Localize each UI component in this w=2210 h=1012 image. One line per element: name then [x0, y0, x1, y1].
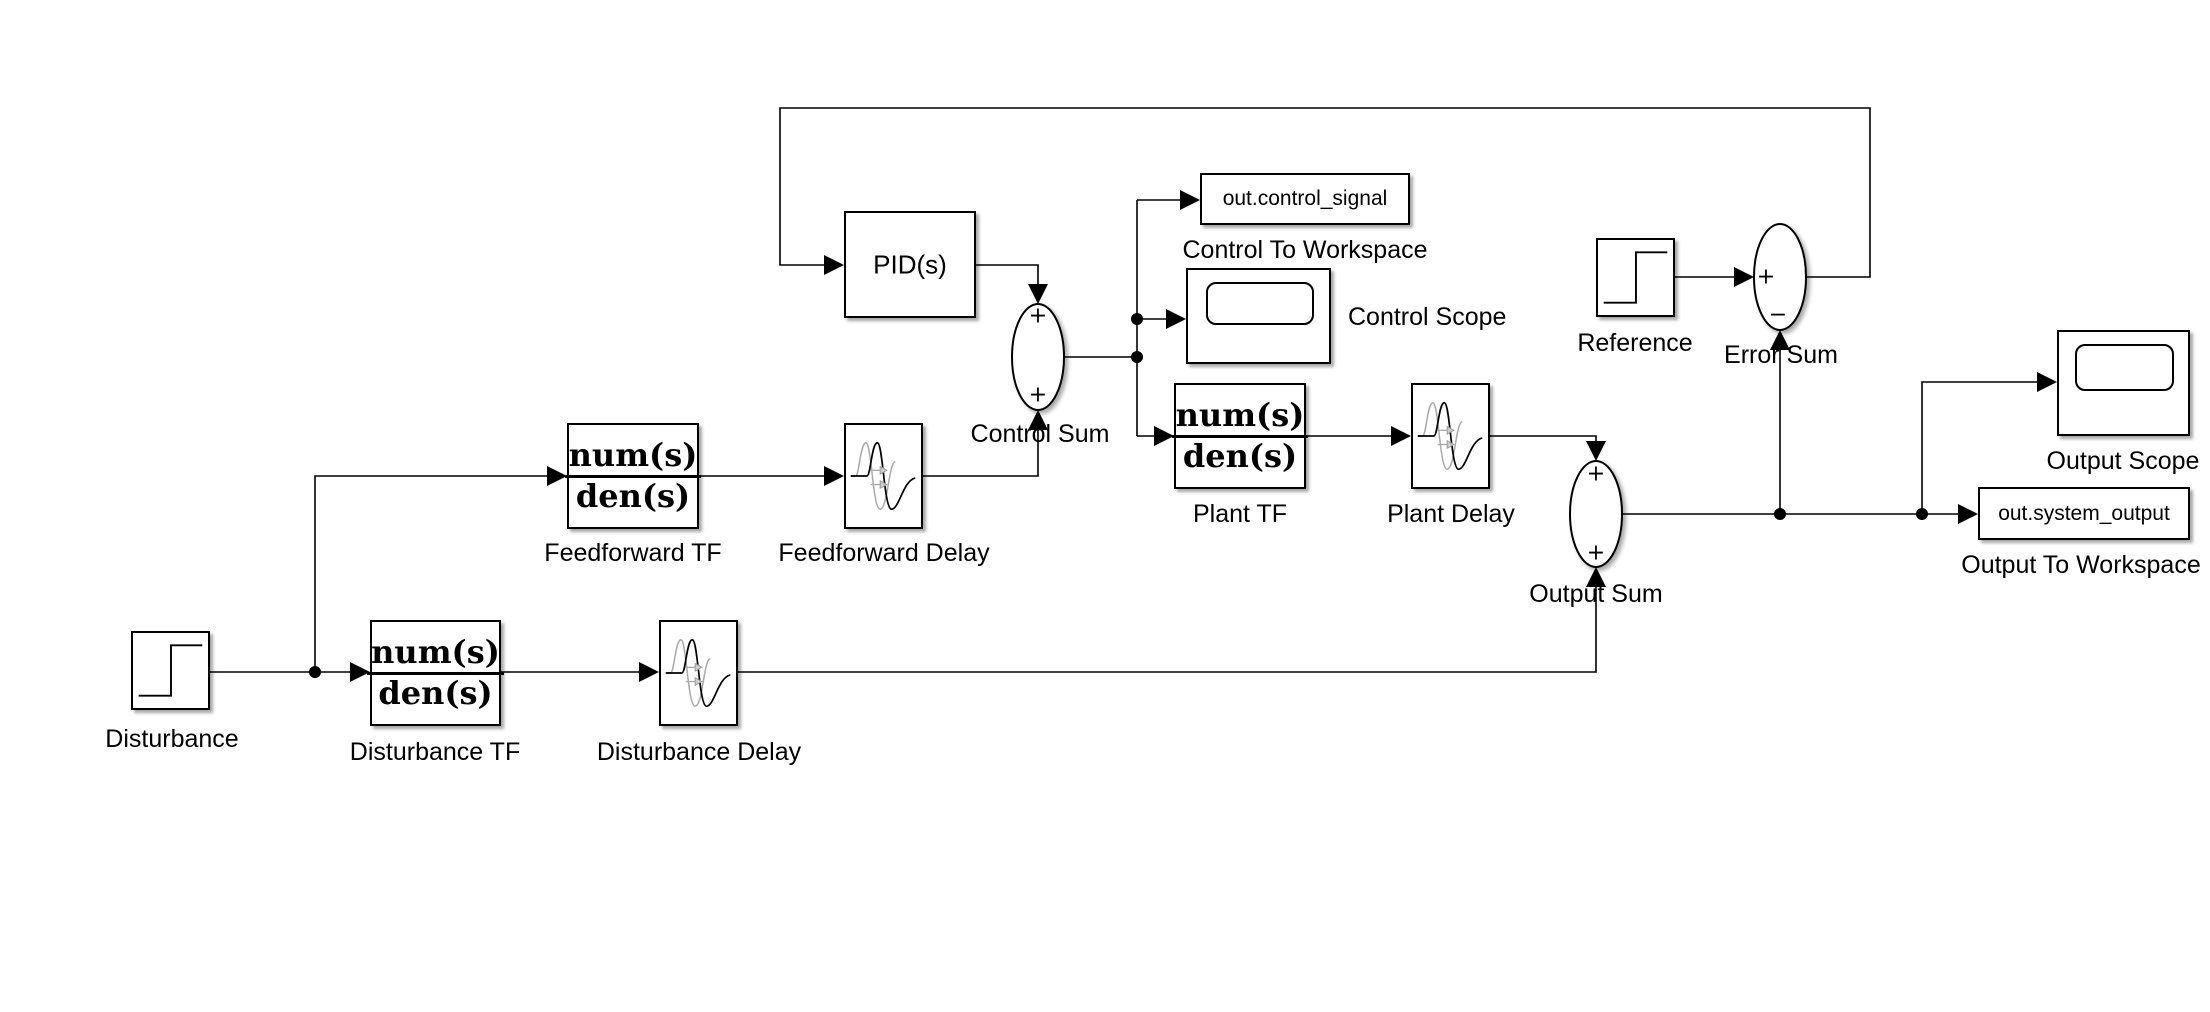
- arrow-output-sum-bottom-in: [1586, 567, 1606, 587]
- feedforward-tf-numerator: num(s): [564, 438, 702, 478]
- output-scope-block[interactable]: [2057, 330, 2190, 436]
- wire-plant-delay-to-output-sum[interactable]: [1490, 435, 1597, 447]
- error-sum-label: Error Sum: [1724, 341, 1838, 369]
- transport-delay-icon: [665, 638, 731, 708]
- step-icon: [1603, 251, 1668, 304]
- arrow-control-scope-in: [1166, 309, 1186, 329]
- control-to-workspace-block[interactable]: out.control_signal: [1200, 173, 1410, 225]
- output-workspace-variable: out.system_output: [1998, 501, 2170, 525]
- reference-step-block[interactable]: [1596, 238, 1675, 317]
- plant-tf-block[interactable]: num(s) den(s): [1171, 383, 1309, 489]
- arrow-pid-in: [824, 255, 844, 275]
- arrow-control-sum-top-in: [1028, 284, 1048, 304]
- error-sum-sign-minus: −: [1768, 302, 1788, 328]
- control-sum-label: Control Sum: [970, 420, 1110, 448]
- junction-dot: [1774, 508, 1786, 520]
- wire-dist-delay-to-output-sum[interactable]: [738, 581, 1597, 673]
- plant-tf-denominator: den(s): [1182, 436, 1298, 475]
- reference-label: Reference: [1577, 329, 1693, 357]
- junction-dot: [1131, 351, 1143, 363]
- arrow-ff-tf-in: [547, 466, 567, 486]
- pid-controller-block[interactable]: PID(s): [844, 211, 976, 318]
- output-to-workspace-block[interactable]: out.system_output: [1978, 487, 2190, 540]
- feedforward-tf-label: Feedforward TF: [544, 539, 722, 567]
- arrow-plant-tf-in: [1154, 426, 1174, 446]
- arrow-output-sum-top-in: [1586, 441, 1606, 461]
- output-scope-label: Output Scope: [2046, 447, 2200, 475]
- wire-to-output-scope[interactable]: [1921, 381, 2041, 514]
- junction-dot: [1916, 508, 1928, 520]
- disturbance-tf-numerator: num(s): [367, 635, 504, 675]
- output-sum-block[interactable]: [1569, 460, 1623, 568]
- transfer-fcn-icon: num(s) den(s): [367, 622, 504, 724]
- plant-delay-label: Plant Delay: [1387, 500, 1515, 528]
- control-sum-block[interactable]: [1011, 303, 1065, 411]
- plant-delay-block[interactable]: [1411, 383, 1490, 489]
- error-sum-sign-plus: +: [1756, 264, 1776, 290]
- arrow-output-ws-in: [1958, 504, 1978, 524]
- arrow-error-sum-in: [1734, 267, 1754, 287]
- plant-tf-label: Plant TF: [1192, 500, 1288, 528]
- transport-delay-icon: [850, 441, 916, 511]
- output-sum-sign-top: +: [1586, 461, 1606, 487]
- scope-screen-icon: [2075, 344, 2174, 391]
- disturbance-tf-block[interactable]: num(s) den(s): [367, 620, 504, 726]
- arrow-ff-delay-in: [824, 466, 844, 486]
- control-sum-sign-bottom: +: [1028, 382, 1048, 408]
- feedforward-delay-block[interactable]: [844, 423, 923, 529]
- arrow-output-scope-in: [2037, 372, 2057, 392]
- junction-dot: [309, 666, 321, 678]
- wire-error-to-pid[interactable]: [779, 107, 1871, 278]
- disturbance-label: Disturbance: [105, 725, 239, 753]
- feedforward-tf-denominator: den(s): [575, 476, 691, 515]
- disturbance-delay-block[interactable]: [659, 620, 738, 726]
- arrow-plant-delay-in: [1391, 426, 1411, 446]
- control-scope-label: Control Scope: [1348, 303, 1507, 331]
- error-sum-block[interactable]: [1753, 223, 1807, 331]
- pid-block-text: PID(s): [873, 249, 947, 279]
- arrow-control-sum-bottom-in: [1028, 410, 1048, 430]
- control-to-workspace-label: Control To Workspace: [1182, 236, 1428, 264]
- arrow-error-sum-bottom-in: [1770, 330, 1790, 350]
- output-sum-label: Output Sum: [1529, 580, 1663, 608]
- feedforward-delay-label: Feedforward Delay: [778, 539, 990, 567]
- disturbance-tf-label: Disturbance TF: [349, 738, 521, 766]
- disturbance-delay-label: Disturbance Delay: [596, 738, 802, 766]
- wire-to-feedforward-tf[interactable]: [314, 475, 551, 672]
- step-icon: [138, 644, 203, 697]
- arrow-ctw-in: [1180, 190, 1200, 210]
- wire-ffdelay-to-control-sum[interactable]: [923, 424, 1039, 477]
- junction-dot: [1131, 313, 1143, 325]
- arrow-dist-tf-in: [350, 662, 370, 682]
- output-sum-sign-bottom: +: [1586, 540, 1606, 566]
- control-sum-sign-top: +: [1028, 303, 1048, 329]
- feedforward-tf-block[interactable]: num(s) den(s): [564, 423, 702, 529]
- transfer-fcn-icon: num(s) den(s): [1171, 385, 1309, 487]
- transfer-fcn-icon: num(s) den(s): [564, 425, 702, 527]
- transport-delay-icon: [1417, 401, 1483, 471]
- plant-tf-numerator: num(s): [1171, 398, 1309, 438]
- wire-pid-to-control-sum[interactable]: [976, 264, 1039, 290]
- arrow-dist-delay-in: [639, 662, 659, 682]
- control-scope-block[interactable]: [1186, 268, 1331, 364]
- disturbance-tf-denominator: den(s): [378, 673, 493, 712]
- output-to-workspace-label: Output To Workspace: [1961, 551, 2201, 579]
- disturbance-step-block[interactable]: [131, 631, 210, 710]
- scope-screen-icon: [1206, 282, 1314, 325]
- control-workspace-variable: out.control_signal: [1222, 187, 1388, 210]
